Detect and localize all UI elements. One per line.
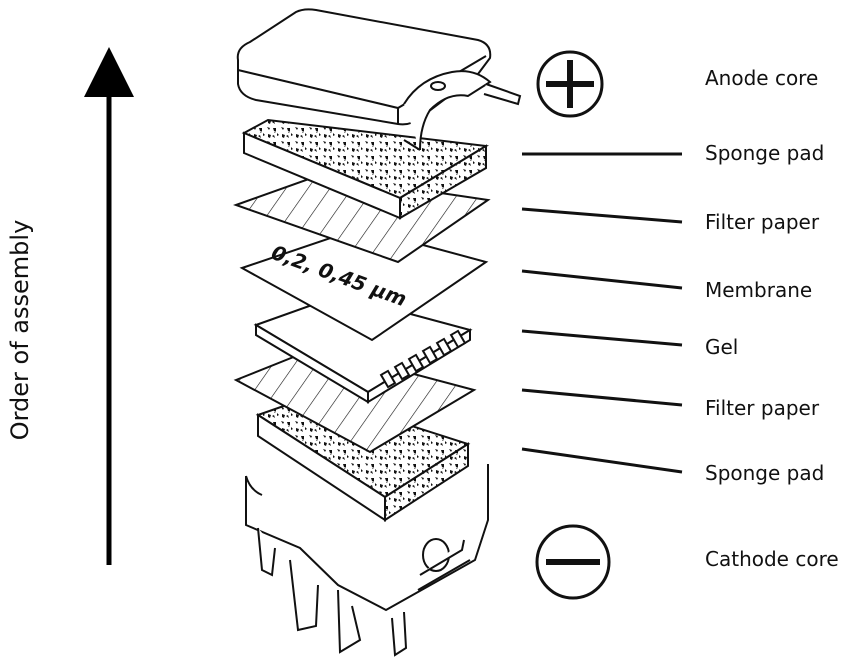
leader-line-filter-paper-upper — [521, 207, 683, 224]
leader-line-membrane — [521, 269, 683, 290]
label-filter-paper-upper: Filter paper — [705, 210, 820, 234]
minus-symbol — [535, 524, 611, 600]
cathode-core-shape — [245, 464, 489, 657]
anode-core-shape — [236, 8, 522, 151]
sponge-pad-top — [241, 118, 490, 220]
plus-symbol — [536, 50, 604, 118]
leader-line-sponge-pad-bottom — [521, 447, 683, 474]
leader-line-gel — [521, 329, 683, 347]
membrane-shape — [239, 226, 489, 342]
gel-shape — [253, 293, 473, 404]
filter-paper-lower — [233, 346, 477, 454]
label-filter-paper-lower: Filter paper — [705, 396, 820, 420]
label-gel: Gel — [705, 335, 739, 359]
leader-line-filter-paper-lower — [521, 388, 683, 407]
order-axis-label: Order of assembly — [6, 219, 34, 441]
label-cathode-core: Cathode core — [705, 547, 839, 571]
label-sponge-pad-top: Sponge pad — [705, 141, 825, 165]
label-anode-core: Anode core — [705, 66, 819, 90]
label-sponge-pad-bottom: Sponge pad — [705, 461, 825, 485]
label-membrane: Membrane — [705, 278, 813, 302]
